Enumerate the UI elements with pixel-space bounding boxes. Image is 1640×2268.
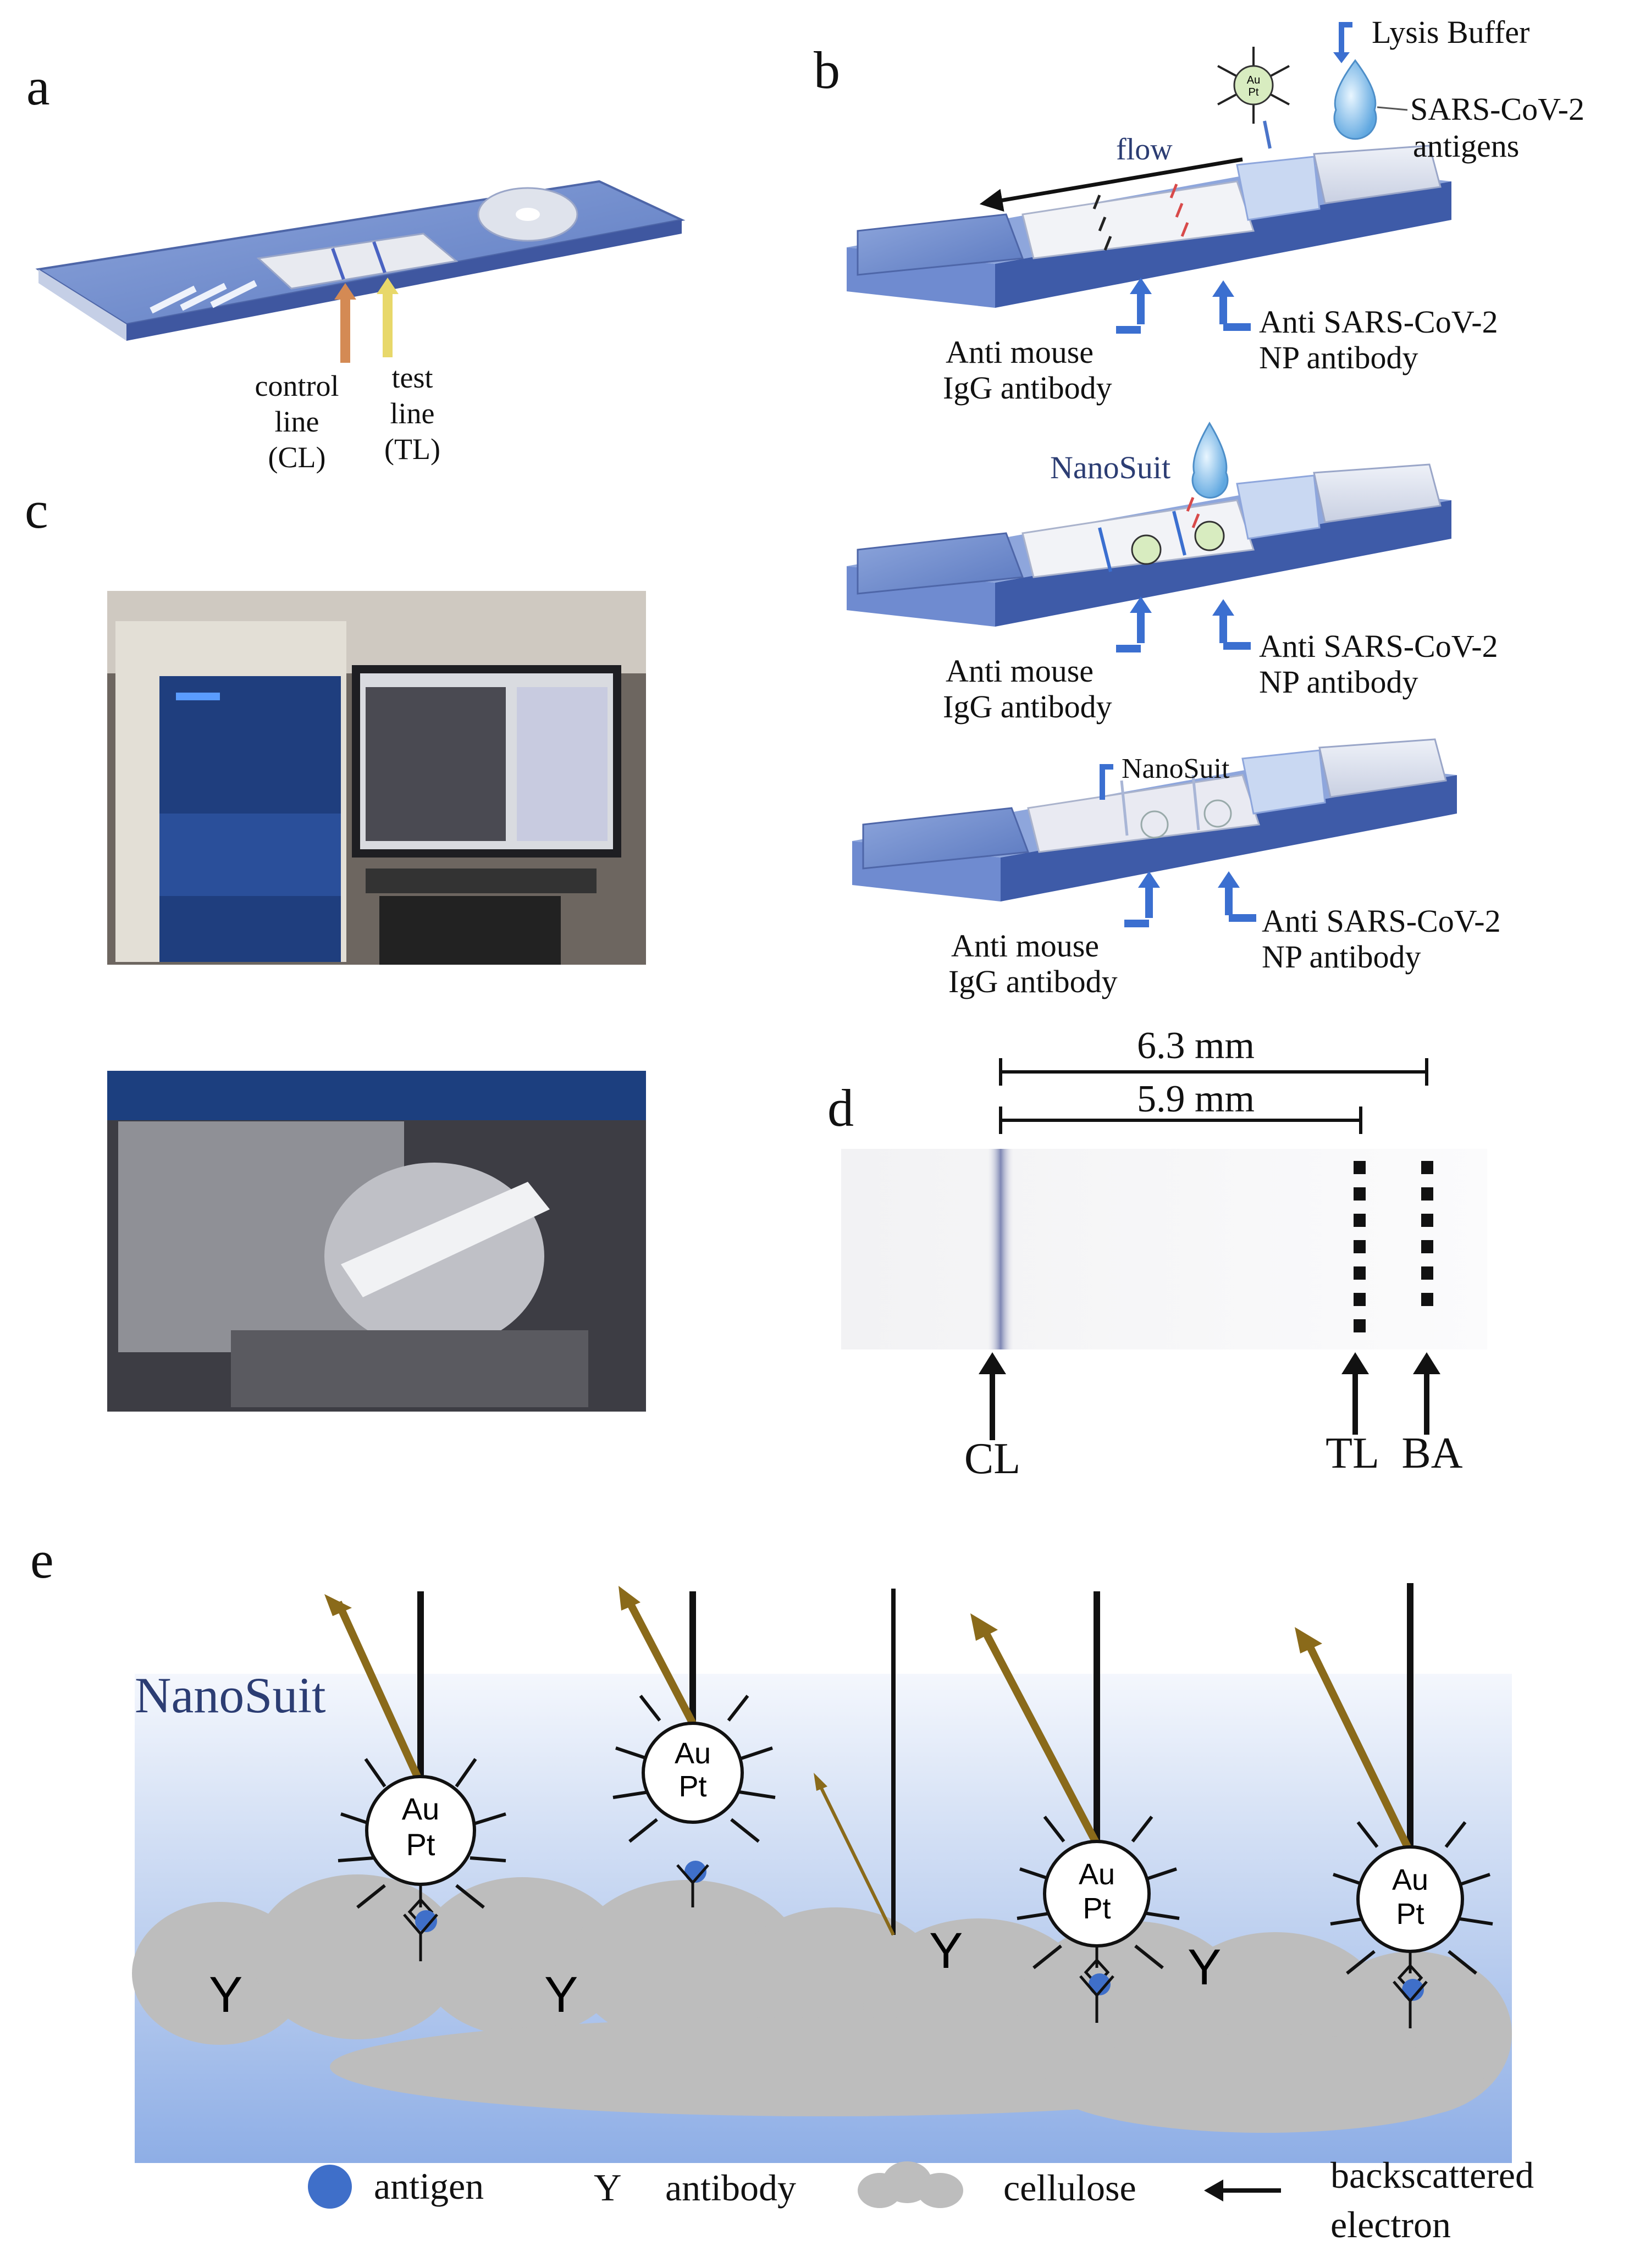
panel-b: b flow Au xyxy=(814,14,1584,999)
tl-line xyxy=(372,241,386,274)
antigens-label-2: antigens xyxy=(1413,128,1519,164)
sem-instrument-photo xyxy=(107,591,646,965)
sample-well-hole xyxy=(516,208,540,221)
anti-mouse-1: Anti mouse xyxy=(946,334,1094,370)
panel-d-letter: d xyxy=(827,1078,854,1137)
legend-antibody: antibody xyxy=(665,2167,796,2209)
test-label-1: test xyxy=(392,361,433,394)
test-label-2: line xyxy=(390,397,435,430)
anti-sars-1: Anti SARS-CoV-2 xyxy=(1259,628,1498,664)
antigen-dot xyxy=(415,1910,437,1932)
anti-mouse-2: IgG antibody xyxy=(943,370,1112,406)
anti-mouse-1: Anti mouse xyxy=(946,653,1094,689)
grip-bar xyxy=(180,283,227,311)
aupt-particle-1: Au Pt xyxy=(324,1591,506,1961)
ba-dotted-marker xyxy=(1421,1161,1433,1306)
cl-label: CL xyxy=(964,1435,1020,1483)
panel-b-letter: b xyxy=(814,41,840,99)
au-label: Au xyxy=(402,1791,440,1826)
antigen-dot xyxy=(684,1861,706,1883)
legend-backscattered-2: electron xyxy=(1330,2204,1451,2245)
pt-label: Pt xyxy=(678,1770,706,1803)
flow-arrow xyxy=(979,157,1243,212)
tl-label: TL xyxy=(1326,1429,1379,1478)
legend-antibody-symbol: Y xyxy=(594,2167,622,2209)
panel-d: d 6.3 mm 5.9 mm CL TL BA xyxy=(827,1025,1487,1483)
dim-outer-label: 6.3 mm xyxy=(1137,1025,1255,1067)
panel-e: e NanoSuit Y Y Y Y xyxy=(30,1530,1512,2163)
cl-line xyxy=(331,247,345,280)
control-label-3: (CL) xyxy=(268,441,326,474)
free-antibody: Y xyxy=(929,1923,963,1979)
anti-mouse-2: IgG antibody xyxy=(948,964,1118,999)
anti-sars-2: NP antibody xyxy=(1262,939,1421,975)
anti-sars-1: Anti SARS-CoV-2 xyxy=(1259,304,1498,340)
legend-antigen: antigen xyxy=(374,2165,484,2207)
legend-cellulose-icon xyxy=(858,2161,963,2208)
pt-label: Pt xyxy=(406,1827,435,1862)
au-label: Au xyxy=(675,1737,711,1770)
flow-label: flow xyxy=(1116,132,1173,167)
panel-c: c xyxy=(25,480,646,1412)
free-antibody: Y xyxy=(209,1967,242,2023)
pt-label: Pt xyxy=(1083,1892,1111,1925)
legend-backscattered-1: backscattered xyxy=(1330,2154,1534,2196)
strip-photo xyxy=(841,1149,1487,1349)
panel-c-letter: c xyxy=(25,480,48,539)
anti-mouse-2: IgG antibody xyxy=(943,689,1112,724)
anti-sars-1: Anti SARS-CoV-2 xyxy=(1262,903,1501,939)
strip-step-1: flow Au Pt Lysis Buffer SARS-CoV-2 antig… xyxy=(847,14,1584,406)
anti-sars-2: NP antibody xyxy=(1259,664,1418,700)
sem-chamber-photo xyxy=(107,1071,646,1412)
aupt-particle-icon: Au Pt xyxy=(1217,47,1290,124)
cassette-edge xyxy=(126,220,682,341)
au-label: Au xyxy=(1392,1863,1428,1896)
dim-inner-label: 5.9 mm xyxy=(1137,1078,1255,1120)
pt-label: Pt xyxy=(1396,1898,1424,1930)
antigens-label-1: SARS-CoV-2 xyxy=(1410,91,1584,127)
free-antibody: Y xyxy=(544,1967,578,2023)
test-label-3: (TL) xyxy=(384,433,440,466)
anti-sars-2: NP antibody xyxy=(1259,340,1418,375)
legend-cellulose: cellulose xyxy=(1003,2167,1136,2209)
free-antibody: Y xyxy=(1188,1939,1221,1995)
anti-mouse-1: Anti mouse xyxy=(951,928,1099,964)
particle-pt: Pt xyxy=(1249,86,1259,98)
strip-step-2: NanoSuit Anti mouse IgG antibody Anti SA… xyxy=(847,422,1498,724)
aupt-particle-2: Au Pt xyxy=(612,1586,776,1907)
grip-bar xyxy=(210,280,257,308)
cellulose-mass xyxy=(132,1874,1512,2133)
aupt-particle-3: Au Pt xyxy=(970,1591,1180,2023)
strip-step-3: NanoSuit Anti mouse IgG antibody Anti SA… xyxy=(852,738,1501,999)
buffer-droplet-icon xyxy=(1333,59,1377,140)
aupt-particle-4: Au Pt xyxy=(1295,1583,1493,2028)
nanosuit-droplet-icon xyxy=(1191,422,1229,499)
antigen-dot xyxy=(1089,1973,1111,1995)
legend-antigen-icon xyxy=(308,2165,352,2209)
weak-backscatter xyxy=(818,1783,895,1936)
legend: antigen Y antibody cellulose backscatter… xyxy=(308,2154,1534,2245)
tl-dotted-marker xyxy=(1354,1161,1366,1332)
lysis-buffer-label: Lysis Buffer xyxy=(1372,14,1529,50)
antigen-dot xyxy=(1402,1979,1424,2001)
cassette-side xyxy=(38,269,126,341)
lysis-buffer-arrow xyxy=(1339,22,1352,55)
grip-bar xyxy=(150,285,197,314)
control-label-1: control xyxy=(255,369,339,402)
nanosuit-label-e: NanoSuit xyxy=(135,1667,326,1723)
particle-au: Au xyxy=(1247,74,1260,86)
panel-a-letter: a xyxy=(26,57,50,116)
nanosuit-label-b3: NanoSuit xyxy=(1122,753,1230,784)
ba-label: BA xyxy=(1401,1429,1462,1478)
nanosuit-label-b: NanoSuit xyxy=(1050,450,1170,485)
control-band xyxy=(987,1149,1014,1349)
panel-a: a control line (CL) test line (TL) xyxy=(26,57,686,474)
panel-e-letter: e xyxy=(30,1530,54,1589)
control-label-2: line xyxy=(275,405,319,438)
au-label: Au xyxy=(1079,1858,1115,1891)
result-window xyxy=(256,233,459,290)
